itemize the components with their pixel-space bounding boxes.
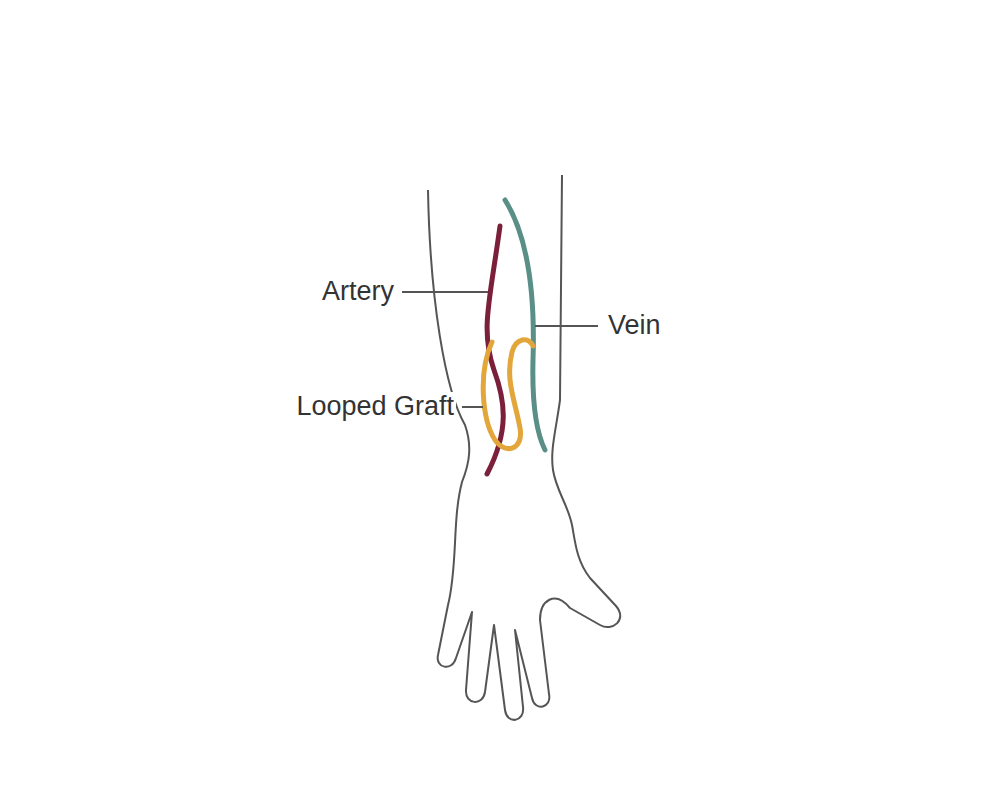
part-label: Looped Graft bbox=[294, 392, 456, 422]
leader-line bbox=[402, 291, 488, 293]
leader-line bbox=[535, 325, 598, 327]
arm-outline bbox=[428, 175, 620, 720]
part-label: Artery bbox=[320, 277, 396, 307]
looped-graft bbox=[483, 340, 533, 449]
part-label: Vein bbox=[606, 311, 663, 341]
leader-line bbox=[462, 406, 483, 408]
